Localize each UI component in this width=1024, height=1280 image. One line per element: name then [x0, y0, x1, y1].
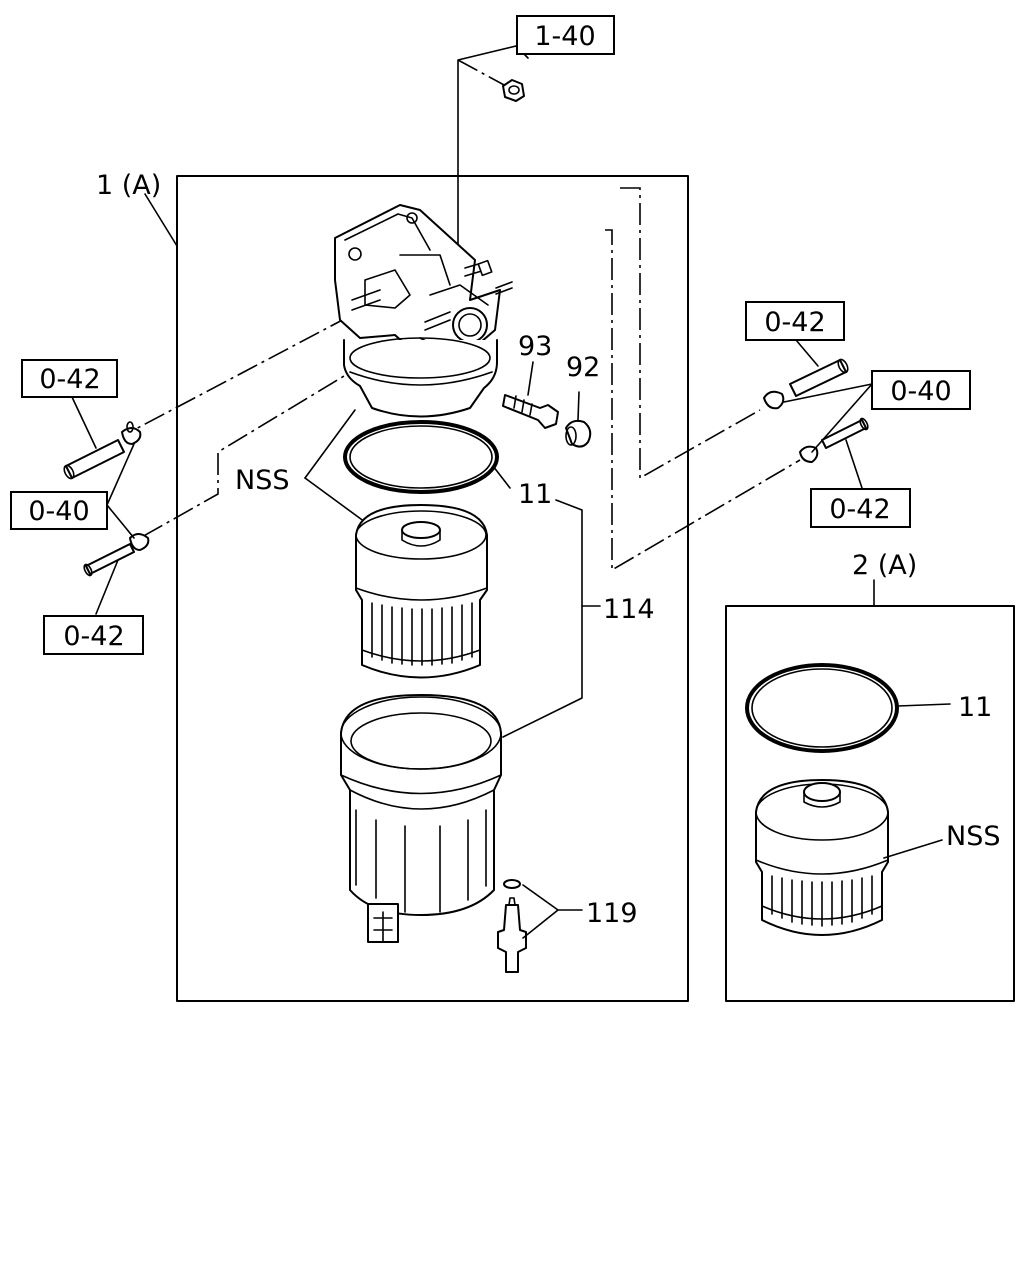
o-ring-kit-inner — [751, 668, 893, 748]
part-93-label: 93 — [518, 331, 552, 362]
ref-0-42-right-top-leader — [795, 339, 819, 367]
filter-bowl — [340, 694, 502, 943]
ref-0-42-left-top-leader — [71, 396, 97, 449]
hose-right-bottom — [821, 417, 869, 449]
cap-92 — [565, 419, 592, 448]
hose-left-top — [63, 439, 125, 480]
part-11-main-label: 11 — [518, 479, 552, 510]
part-11-kit-label: 11 — [958, 692, 992, 723]
ref-0-42-right-bottom-box — [810, 488, 911, 528]
hose-route-lower-left — [139, 325, 428, 539]
hose-route-lower-right — [605, 229, 801, 572]
assembly-1-label: 1 (A) — [96, 170, 161, 201]
o-ring-main — [343, 420, 499, 494]
part-119-label: 119 — [586, 898, 638, 929]
o-ring-kit — [745, 663, 899, 753]
filter-element-main — [355, 504, 488, 679]
cap-92-leader — [577, 391, 580, 421]
clip-left-top — [121, 421, 142, 445]
ref-0-42-left-top-box — [21, 359, 118, 398]
mounting-bolt — [502, 79, 525, 102]
ref-0-40-right-box — [871, 370, 971, 410]
part-114-label: 114 — [603, 594, 655, 625]
assembly-2-frame — [725, 605, 1015, 1002]
clip-right-top — [763, 390, 785, 410]
ref-0-42-left-top: 0-42 — [39, 364, 100, 395]
ref-0-42-right-bottom-leader — [845, 439, 863, 489]
bolt-dash-line — [457, 59, 507, 87]
sensor-leader — [522, 884, 559, 939]
nss-kit-leader — [883, 839, 943, 859]
water-sensor — [497, 879, 527, 973]
nss-kit-label: NSS — [946, 821, 1000, 852]
filter-element-kit — [755, 779, 889, 936]
hose-route-upper-right — [620, 187, 761, 480]
ref-0-40-right: 0-40 — [890, 376, 951, 407]
ref-1-40: 1-40 — [534, 21, 595, 52]
assembly-2-label: 2 (A) — [852, 550, 917, 581]
part-92-label: 92 — [566, 352, 600, 383]
o-ring-main-inner — [349, 425, 493, 489]
ref-0-42-left-bottom-leader — [95, 559, 119, 615]
filter-head — [334, 204, 513, 361]
nss-main-label: NSS — [235, 465, 289, 496]
ref-0-42-right-bottom: 0-42 — [829, 494, 890, 525]
ref-0-40-left-box — [10, 491, 108, 530]
fitting-93-leader — [527, 361, 534, 396]
ref-0-42-right-top-box — [745, 301, 845, 341]
filter-head-cup — [343, 337, 498, 418]
part-114-leader — [502, 499, 583, 738]
hose-left-bottom — [83, 543, 135, 577]
fitting-93 — [502, 394, 559, 429]
o-ring-kit-leader — [897, 703, 951, 707]
ref-0-40-left: 0-40 — [28, 496, 89, 527]
bolt-leader — [457, 45, 529, 247]
assembly-1-frame — [176, 175, 689, 1002]
assembly-1-leader — [144, 193, 178, 247]
ref-0-42-right-top: 0-42 — [764, 307, 825, 338]
ref-0-42-left-bottom: 0-42 — [63, 621, 124, 652]
ref-1-40-box — [516, 15, 615, 55]
nss-main-leader — [304, 409, 366, 523]
ref-0-42-left-bottom-box — [43, 615, 144, 655]
hose-route-upper-left — [129, 315, 351, 433]
hose-right-top — [789, 358, 849, 397]
o-ring-main-leader — [492, 465, 511, 489]
